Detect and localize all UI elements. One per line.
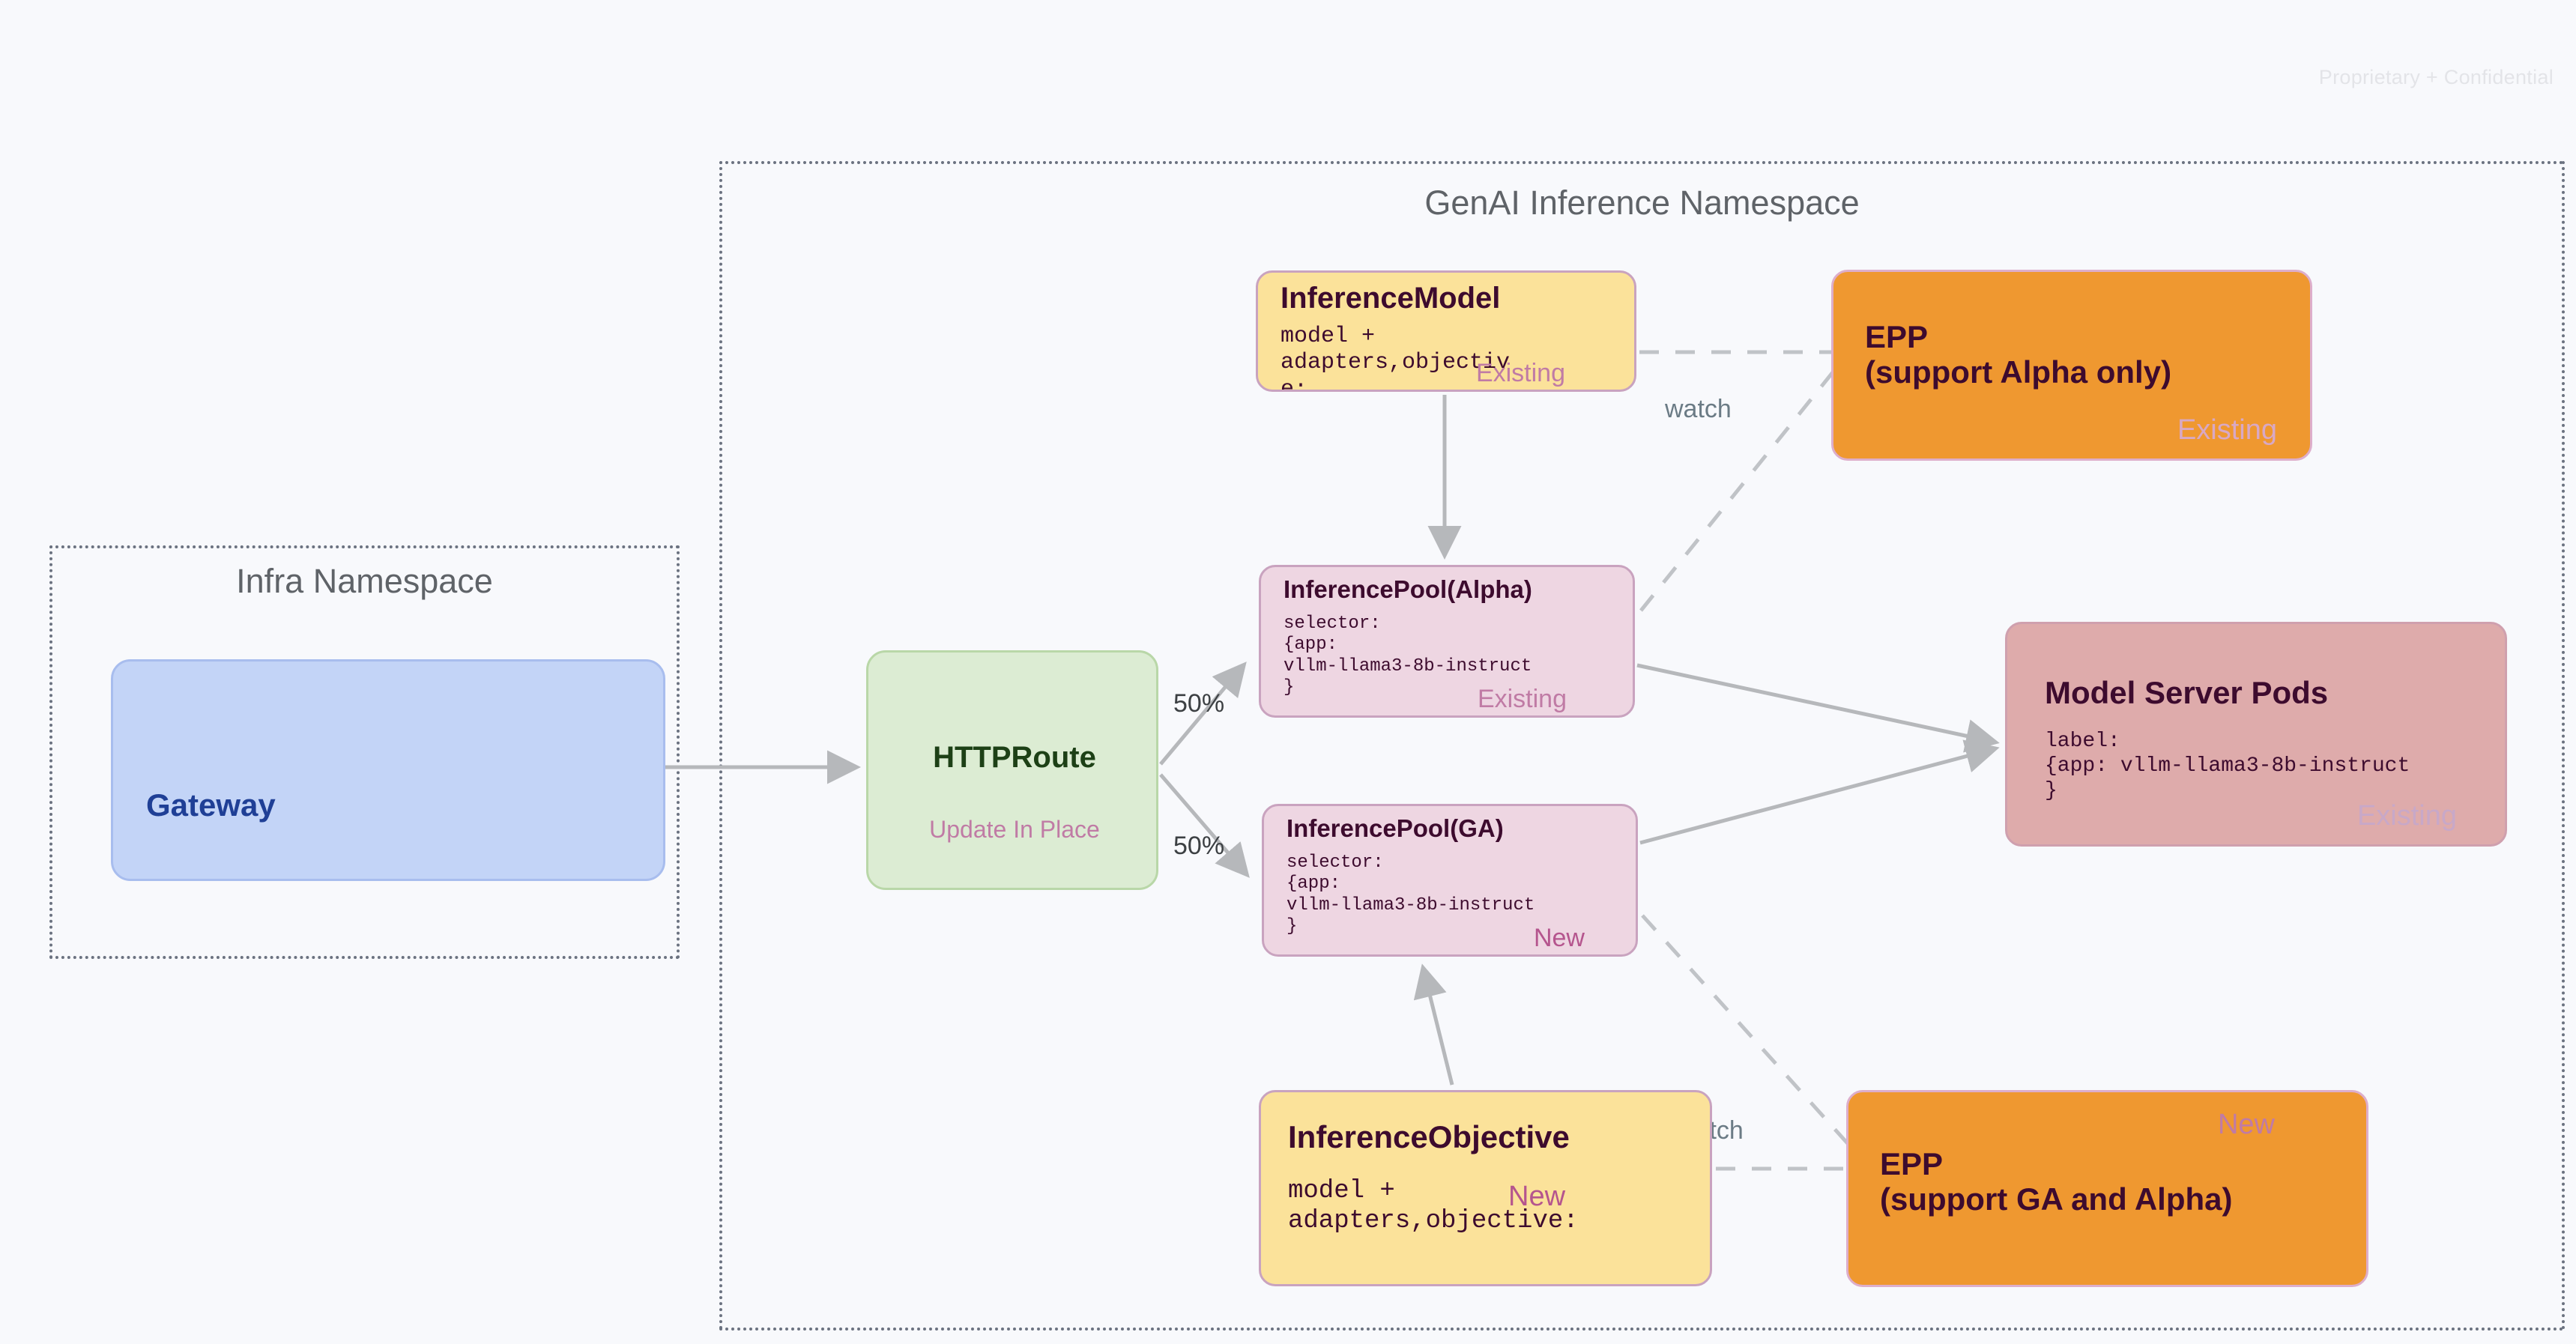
node-inference-model[interactable]: InferenceModel model + adapters,objectiv… <box>1256 270 1636 392</box>
node-inference-objective[interactable]: InferenceObjective model + adapters,obje… <box>1259 1090 1712 1286</box>
node-epp-alpha[interactable]: EPP (support Alpha only) Existing <box>1831 270 2312 461</box>
genai-namespace-container <box>719 161 2565 1331</box>
inference-model-title: InferenceModel <box>1281 282 1501 315</box>
inference-pool-ga-title: InferencePool(GA) <box>1287 814 1504 842</box>
node-model-server-pods[interactable]: Model Server Pods label: {app: vllm-llam… <box>2005 622 2507 847</box>
inference-pool-ga-tag: New <box>1533 924 1585 952</box>
gateway-title: Gateway <box>146 787 276 823</box>
epp-ga-tag: New <box>2217 1109 2275 1140</box>
inference-model-tag: Existing <box>1475 359 1565 387</box>
edge-label-split-top: 50% <box>1173 689 1225 718</box>
edge-label-split-bottom: 50% <box>1173 832 1225 860</box>
infra-namespace-container <box>49 545 680 959</box>
node-epp-ga[interactable]: EPP (support GA and Alpha) New <box>1846 1090 2368 1287</box>
epp-alpha-title: EPP (support Alpha only) <box>1865 319 2172 390</box>
model-server-pods-tag: Existing <box>2356 800 2457 832</box>
inference-objective-body: model + adapters,objective: <box>1288 1177 1579 1236</box>
inference-pool-alpha-title: InferencePool(Alpha) <box>1284 575 1532 603</box>
infra-namespace-title: Infra Namespace <box>236 562 493 600</box>
httproute-tag: Update In Place <box>929 816 1100 843</box>
node-inference-pool-alpha[interactable]: InferencePool(Alpha) selector: {app: vll… <box>1259 565 1635 718</box>
epp-alpha-tag: Existing <box>2177 414 2277 446</box>
model-server-pods-title: Model Server Pods <box>2045 675 2329 710</box>
node-inference-pool-ga[interactable]: InferencePool(GA) selector: {app: vllm-l… <box>1262 804 1638 957</box>
inference-pool-alpha-tag: Existing <box>1477 685 1567 713</box>
inference-objective-title: InferenceObjective <box>1288 1119 1570 1154</box>
httproute-title: HTTPRoute <box>933 741 1096 774</box>
inference-pool-alpha-body: selector: {app: vllm-llama3-8b-instruct … <box>1284 614 1532 697</box>
epp-ga-title: EPP (support GA and Alpha) <box>1880 1146 2233 1217</box>
inference-objective-tag: New <box>1508 1181 1566 1212</box>
node-gateway[interactable]: Gateway <box>111 659 665 881</box>
genai-namespace-title: GenAI Inference Namespace <box>1424 184 1860 222</box>
node-httproute[interactable]: HTTPRoute Update In Place <box>866 650 1158 890</box>
model-server-pods-body: label: {app: vllm-llama3-8b-instruct } <box>2045 730 2410 803</box>
confidentiality-notice: Proprietary + Confidential <box>2318 66 2554 88</box>
inference-model-body: model + adapters,objectiv e: <box>1281 324 1511 392</box>
edge-label-watch-top: watch <box>1665 395 1732 423</box>
inference-pool-ga-body: selector: {app: vllm-llama3-8b-instruct … <box>1287 853 1535 936</box>
